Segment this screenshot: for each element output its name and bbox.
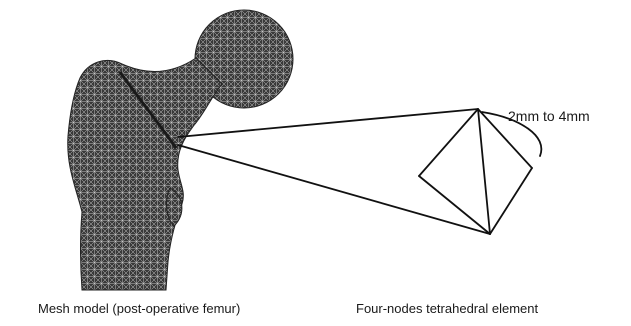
femur-mesh-model xyxy=(68,10,293,290)
tetrahedral-element xyxy=(419,109,541,234)
tet-edge xyxy=(419,109,478,176)
projection-line-upper xyxy=(178,109,478,137)
tet-edge xyxy=(490,168,532,234)
femur-shaft xyxy=(68,58,222,290)
right-caption: Four-nodes tetrahedral element xyxy=(356,301,538,316)
projection-line-lower xyxy=(178,145,490,234)
zoom-projection-lines xyxy=(178,109,490,234)
element-size-label: 2mm to 4mm xyxy=(508,108,590,124)
tet-edge xyxy=(478,109,490,234)
left-caption: Mesh model (post-operative femur) xyxy=(38,301,240,316)
tet-edge xyxy=(419,176,490,234)
